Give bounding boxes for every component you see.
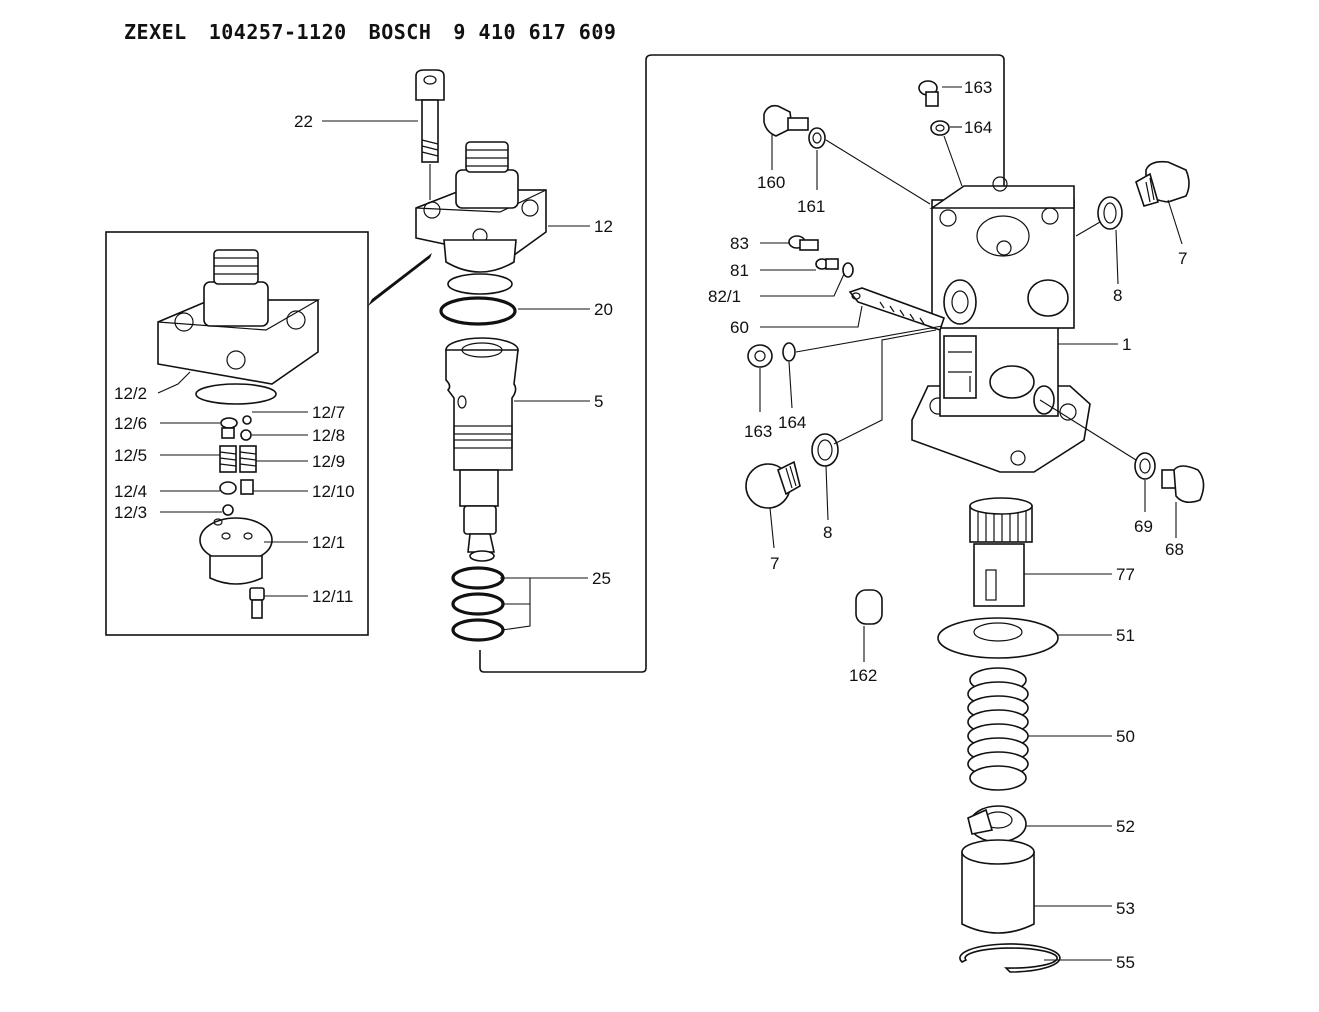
washer-82-1 bbox=[842, 262, 854, 278]
detail-inset-frame bbox=[105, 231, 369, 636]
callout-1: 1 bbox=[1122, 335, 1131, 354]
assembly-group-frame bbox=[479, 54, 1005, 673]
callout-25: 25 bbox=[592, 569, 611, 588]
callout-12-3: 12/3 bbox=[114, 503, 147, 522]
callout-163-side: 163 bbox=[744, 422, 772, 441]
callout-8-bottom: 8 bbox=[823, 523, 832, 542]
callout-12-9: 12/9 bbox=[312, 452, 345, 471]
callout-12-6: 12/6 bbox=[114, 414, 147, 433]
callout-7-top: 7 bbox=[1178, 249, 1187, 268]
callout-12-4: 12/4 bbox=[114, 482, 147, 501]
delivery-valve-holder-12 bbox=[415, 141, 547, 295]
inset-screw-12-11 bbox=[249, 587, 265, 619]
plug-68 bbox=[1161, 465, 1205, 504]
screw-83 bbox=[788, 235, 819, 251]
callout-12-7: 12/7 bbox=[312, 403, 345, 422]
callout-20: 20 bbox=[594, 300, 613, 319]
rack-60 bbox=[848, 287, 946, 332]
callout-163-top: 163 bbox=[964, 78, 992, 97]
leader-lines bbox=[157, 86, 1183, 961]
control-sleeve-77 bbox=[969, 497, 1033, 607]
snap-ring-55 bbox=[959, 943, 1061, 973]
screw-22 bbox=[415, 69, 445, 163]
gasket-8-bottom bbox=[811, 433, 839, 467]
callout-68: 68 bbox=[1165, 540, 1184, 559]
o-rings-25 bbox=[451, 566, 505, 642]
inset-small-valve-parts bbox=[219, 415, 257, 516]
plug-screw-160 bbox=[763, 104, 809, 137]
washer-161-hole bbox=[812, 132, 822, 144]
callout-12-2: 12/2 bbox=[114, 384, 147, 403]
screw-163-side bbox=[747, 344, 773, 368]
callout-12: 12 bbox=[594, 217, 613, 236]
washer-161 bbox=[808, 127, 826, 149]
gasket-8-top-inner bbox=[1103, 202, 1117, 224]
callout-12-11: 12/11 bbox=[312, 587, 353, 606]
callout-69: 69 bbox=[1134, 517, 1153, 536]
gasket-8-top bbox=[1097, 196, 1123, 230]
screw-81 bbox=[815, 258, 839, 270]
diagram-title: ZEXEL 104257-1120 BOSCH 9 410 617 609 bbox=[124, 20, 638, 44]
callout-55: 55 bbox=[1116, 953, 1135, 972]
washer-164-top-hole bbox=[935, 124, 945, 132]
callout-51: 51 bbox=[1116, 626, 1135, 645]
gasket-69-inner bbox=[1139, 458, 1151, 474]
callout-12-10: 12/10 bbox=[312, 482, 355, 501]
title-brand-zexel: ZEXEL bbox=[124, 20, 187, 44]
key-162 bbox=[855, 589, 883, 625]
screw-163-top bbox=[918, 80, 939, 107]
gasket-69 bbox=[1134, 452, 1156, 480]
pump-housing-1 bbox=[911, 176, 1091, 473]
washer-164-top bbox=[930, 120, 950, 136]
callout-12-8: 12/8 bbox=[312, 426, 345, 445]
title-brand-bosch: BOSCH bbox=[368, 20, 432, 44]
callout-164-top: 164 bbox=[964, 118, 992, 137]
upper-spring-seat-51 bbox=[937, 617, 1059, 659]
title-zexel-part-number: 104257-1120 bbox=[208, 20, 347, 44]
callout-50: 50 bbox=[1116, 727, 1135, 746]
callout-160: 160 bbox=[757, 173, 785, 192]
title-bosch-part-number: 9 410 617 609 bbox=[453, 20, 617, 44]
bleed-screw-7-top bbox=[1135, 160, 1190, 207]
callout-60: 60 bbox=[730, 318, 749, 337]
o-ring-20 bbox=[439, 296, 517, 326]
callout-161: 161 bbox=[797, 197, 825, 216]
tappet-53 bbox=[961, 839, 1035, 934]
callout-52: 52 bbox=[1116, 817, 1135, 836]
washer-164-side bbox=[782, 342, 796, 362]
lower-spring-seat-52 bbox=[967, 805, 1027, 843]
callout-labels: 22 12 20 5 25 12/2 12/6 12/7 12/8 12/5 1… bbox=[114, 78, 1187, 972]
callout-5: 5 bbox=[594, 392, 603, 411]
callout-22: 22 bbox=[294, 112, 313, 131]
callout-164-side: 164 bbox=[778, 413, 806, 432]
callout-12-5: 12/5 bbox=[114, 446, 147, 465]
callout-83: 83 bbox=[730, 234, 749, 253]
inset-valve-holder-12-2 bbox=[157, 249, 321, 405]
callout-7-bottom: 7 bbox=[770, 554, 779, 573]
bleed-screw-7-bottom bbox=[745, 460, 801, 509]
plunger-spring-50 bbox=[967, 667, 1029, 791]
callout-77: 77 bbox=[1116, 565, 1135, 584]
callout-81: 81 bbox=[730, 261, 749, 280]
inset-pointer-arrow bbox=[368, 253, 432, 306]
callout-12-1: 12/1 bbox=[312, 533, 345, 552]
inset-valve-seat-12-1 bbox=[199, 517, 273, 585]
gasket-8-bottom-inner bbox=[817, 439, 833, 461]
callout-8-top: 8 bbox=[1113, 286, 1122, 305]
callout-82-1: 82/1 bbox=[708, 287, 741, 306]
callout-162: 162 bbox=[849, 666, 877, 685]
callout-53: 53 bbox=[1116, 899, 1135, 918]
barrel-and-plunger-5 bbox=[445, 337, 519, 562]
